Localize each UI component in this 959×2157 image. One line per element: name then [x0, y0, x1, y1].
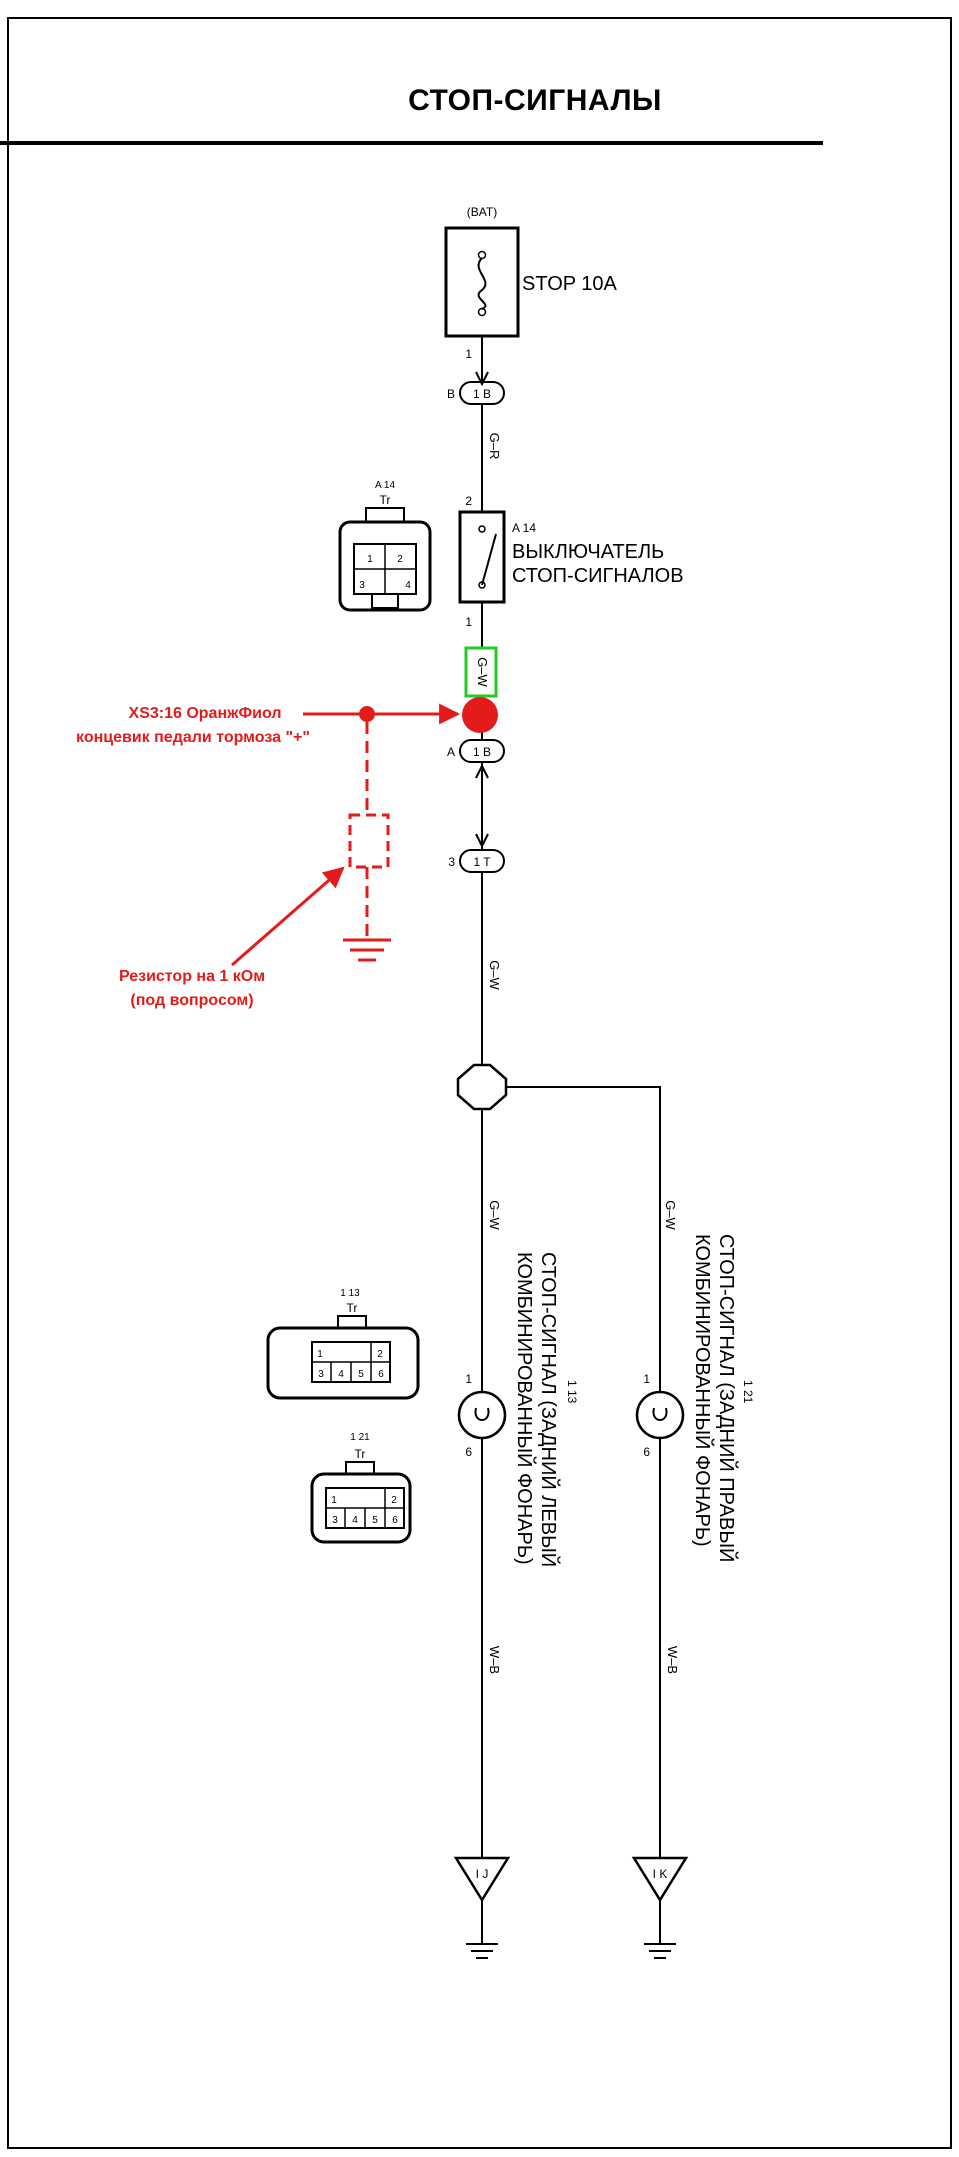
- pin-label: 1: [643, 1372, 650, 1386]
- left-stop-lamp: [457, 1390, 507, 1440]
- svg-text:4: 4: [338, 1369, 344, 1380]
- switch-code: A 14: [512, 521, 536, 535]
- wire-color-label: G–R: [487, 433, 502, 460]
- wire-right-branch: [506, 1086, 661, 1380]
- switch-connector-view: A 14 Tr 1 2 3 4: [338, 480, 432, 612]
- wire-color-label: G–W: [475, 657, 490, 687]
- tap-point: [462, 697, 498, 733]
- resistor-annotation-line1: Резистор на 1 кОм: [119, 968, 265, 985]
- wire-color-label: G–W: [663, 1200, 678, 1230]
- svg-text:Tr: Tr: [380, 493, 391, 507]
- svg-text:4: 4: [352, 1515, 358, 1526]
- switch-label-line1: ВЫКЛЮЧАТЕЛЬ: [512, 541, 664, 563]
- right-lamp-connector-view: 1 21 Tr 1 2 3 4 5 6: [310, 1432, 412, 1544]
- battery-label: (BAT): [467, 205, 497, 219]
- svg-text:3: 3: [448, 855, 455, 869]
- svg-text:1: 1: [331, 1495, 337, 1506]
- right-lamp-label-line2: КОМБИНИРОВАННЫЙ ФОНАРЬ): [691, 1234, 715, 1547]
- connector-3: 1 T 3: [448, 849, 505, 873]
- wire-color-label: G–W: [487, 960, 502, 990]
- resistor-annotation-line2: (под вопросом): [130, 992, 253, 1009]
- left-lamp-code: 1 13: [565, 1380, 579, 1404]
- svg-text:4: 4: [405, 580, 411, 591]
- connector-1: 1 B B: [447, 381, 505, 405]
- fuse-label: STOP 10A: [522, 273, 618, 295]
- wire-color-label: W–B: [487, 1646, 502, 1674]
- right-stop-lamp: [635, 1390, 685, 1440]
- svg-text:Tr: Tr: [355, 1447, 366, 1461]
- svg-text:A: A: [447, 745, 455, 759]
- fuse-box: [444, 226, 520, 338]
- left-lamp-label-line1: СТОП-СИГНАЛ (ЗАДНИЙ ЛЕВЫЙ: [537, 1252, 561, 1567]
- right-lamp-label-line1: СТОП-СИГНАЛ (ЗАДНИЙ ПРАВЫЙ: [715, 1234, 739, 1562]
- connector-2: 1 B A: [447, 739, 505, 763]
- tap-annotation: [231, 703, 461, 967]
- stop-switch: [458, 510, 506, 604]
- pin-label: 1: [465, 1372, 472, 1386]
- page-frame: [7, 17, 952, 2149]
- svg-text:B: B: [447, 387, 455, 401]
- tap-annotation-line1: XS3:16 ОранжФиол: [129, 705, 282, 722]
- ground-point-right: I K: [631, 1856, 689, 1959]
- pin-label: 1: [465, 615, 472, 629]
- tap-annotation-line2: концевик педали тормоза "+": [76, 729, 310, 746]
- ground-point-left: I J: [453, 1856, 511, 1959]
- svg-text:I J: I J: [476, 1867, 489, 1881]
- svg-text:2: 2: [377, 1349, 383, 1360]
- svg-text:1: 1: [317, 1349, 323, 1360]
- left-lamp-connector-view: 1 13 Tr 1 2 3 4 5 6: [266, 1288, 420, 1400]
- svg-text:2: 2: [397, 554, 403, 565]
- svg-text:1 B: 1 B: [473, 387, 491, 401]
- svg-text:2: 2: [391, 1495, 397, 1506]
- svg-text:3: 3: [359, 580, 365, 591]
- svg-text:1: 1: [367, 554, 373, 565]
- pin-label: 2: [465, 494, 472, 508]
- wire-color-label: G–W: [487, 1200, 502, 1230]
- svg-text:A 14: A 14: [375, 480, 395, 491]
- svg-text:5: 5: [372, 1515, 378, 1526]
- svg-text:6: 6: [378, 1369, 384, 1380]
- resistor-symbol: [348, 813, 390, 869]
- junction-splice: [456, 1063, 508, 1111]
- svg-text:3: 3: [332, 1515, 338, 1526]
- svg-text:5: 5: [358, 1369, 364, 1380]
- left-lamp-label-line2: КОМБИНИРОВАННЫЙ ФОНАРЬ): [513, 1252, 537, 1565]
- svg-text:1 T: 1 T: [473, 855, 491, 869]
- svg-text:Tr: Tr: [347, 1301, 358, 1315]
- page-title: СТОП-СИГНАЛЫ: [408, 84, 662, 117]
- pin-label: 6: [643, 1445, 650, 1459]
- svg-text:6: 6: [392, 1515, 398, 1526]
- switch-label-line2: СТОП-СИГНАЛОВ: [512, 565, 684, 587]
- svg-text:1 B: 1 B: [473, 745, 491, 759]
- pin-label: 6: [465, 1445, 472, 1459]
- right-lamp-code: 1 21: [741, 1380, 755, 1404]
- pin-label: 1: [465, 347, 472, 361]
- wire-color-label: W–B: [665, 1646, 680, 1674]
- svg-text:1 13: 1 13: [340, 1288, 360, 1299]
- wire-highlight-box: [464, 646, 498, 698]
- svg-text:3: 3: [318, 1369, 324, 1380]
- svg-text:1 21: 1 21: [350, 1432, 370, 1443]
- svg-text:I K: I K: [653, 1867, 668, 1881]
